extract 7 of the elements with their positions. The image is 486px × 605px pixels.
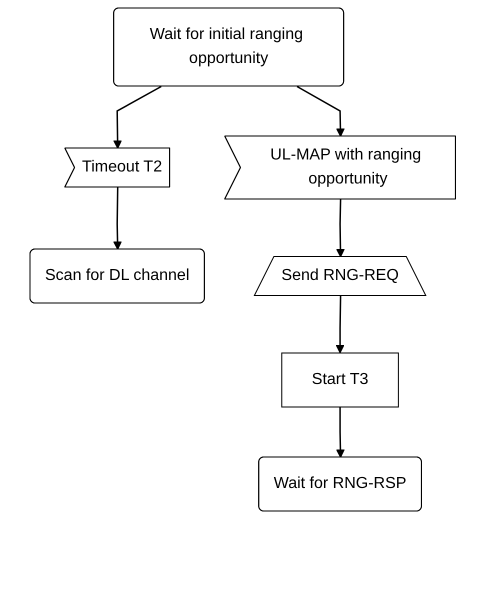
arrow	[336, 199, 346, 258]
arrow	[336, 296, 345, 354]
arrow	[113, 86, 162, 149]
arrow	[336, 407, 346, 458]
node-box: Start T3	[282, 352, 400, 408]
arrow	[296, 86, 346, 137]
arrow	[113, 187, 122, 250]
